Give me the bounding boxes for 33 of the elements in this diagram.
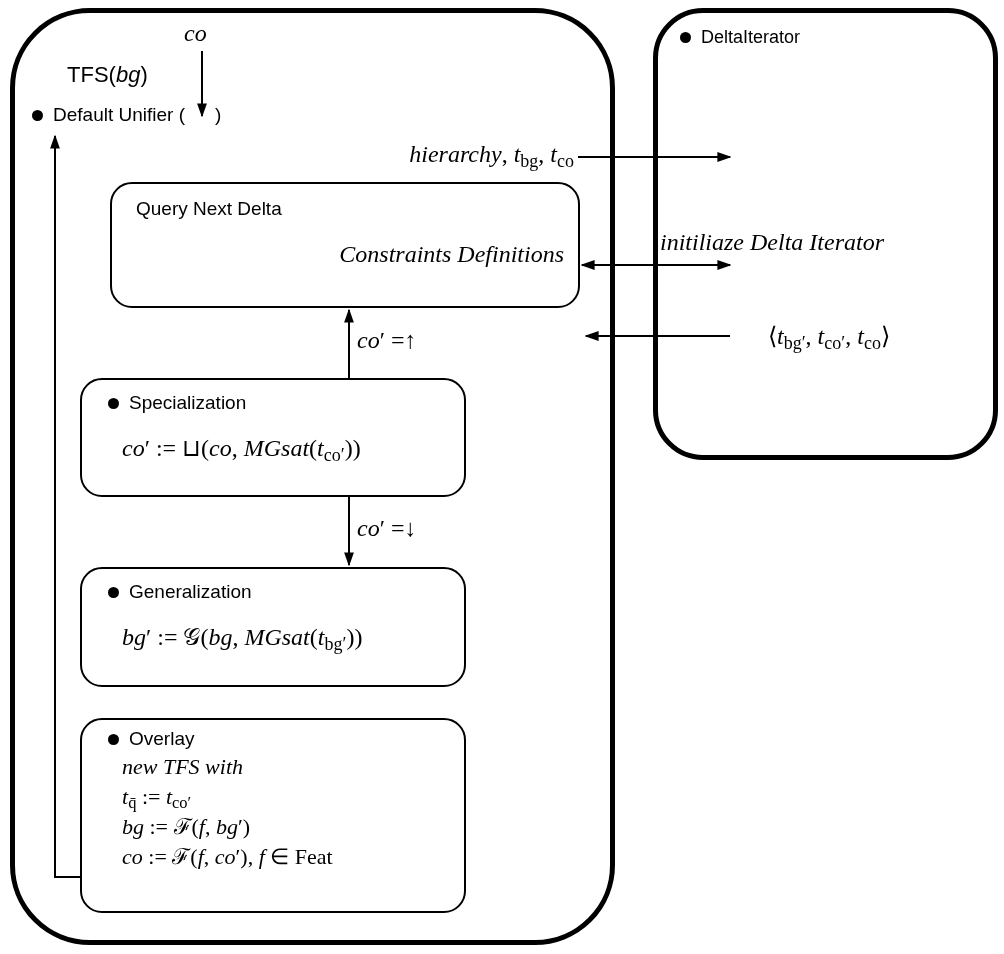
formula-text: bg := ℱ(f, bg′) (121, 813, 252, 841)
arrow (577, 152, 732, 162)
edge-label: co′ =↓ (357, 514, 418, 543)
heading-text: TFS(bg) (67, 61, 149, 89)
formula-text: new TFS with (121, 753, 244, 781)
component-frame (10, 8, 615, 945)
edge-label: ⟨t$_{bg′}$, t$_{co′}$, t$_{co}$⟩ (768, 322, 891, 354)
arrow (580, 260, 732, 270)
formula-text: t$_{q̄}$ := t$_{co′}$ (121, 783, 193, 812)
process-box (110, 182, 580, 308)
arrow (344, 308, 354, 379)
heading-text: Overlay (129, 727, 195, 751)
formula-text: bg′ := 𝒢(bg, MGsat(t$_{bg′}$)) (121, 623, 364, 655)
heading-text: Generalization (129, 580, 252, 604)
edge-label: co′ =↑ (357, 326, 418, 355)
process-box (80, 718, 466, 913)
process-box (80, 567, 466, 687)
arrow (584, 331, 731, 341)
formula-text: co′ := ⊔(co, MGsat(t$_{co′}$)) (121, 434, 362, 466)
heading-text: Query Next Delta (136, 197, 283, 221)
arrow (197, 50, 207, 118)
edge-label: initiliaze Delta Iterator (660, 228, 885, 257)
edge-label: hierarchy, t$_{bg}$, t$_{co}$ (408, 140, 574, 172)
heading-text: Specialization (129, 391, 247, 415)
formula-text: co := ℱ(f, co′), f ∈ Feat (121, 843, 334, 871)
arrow (344, 496, 354, 567)
process-box (80, 378, 466, 497)
heading-text: Default Unifier ( ) (53, 103, 222, 127)
heading-text: DeltaIterator (701, 26, 801, 49)
formula-text: Constraints Definitions (339, 240, 564, 269)
arrow (50, 134, 81, 878)
component-frame (653, 8, 998, 460)
heading-text: co (184, 19, 208, 48)
